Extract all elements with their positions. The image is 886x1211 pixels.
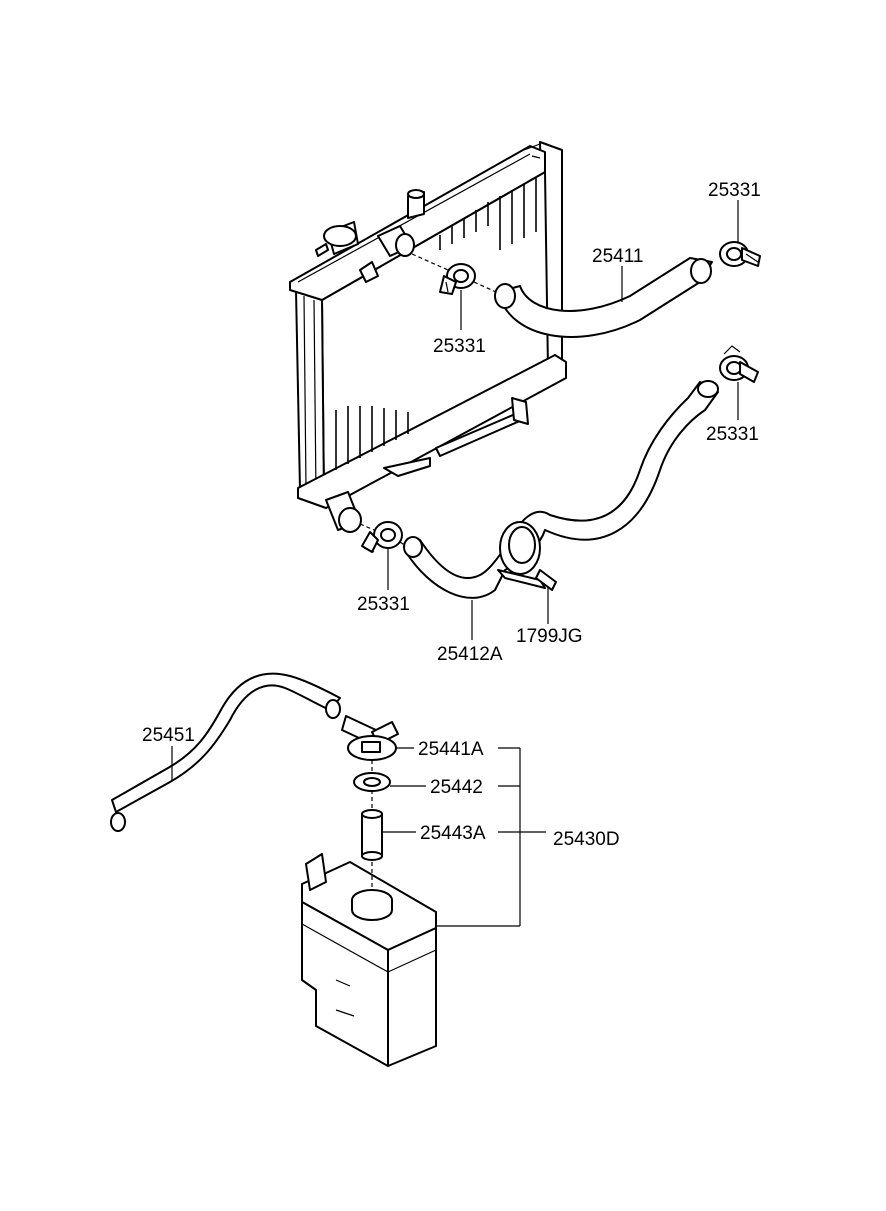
hose-clamp-right-mid xyxy=(719,345,759,383)
core-fins-lower xyxy=(335,406,409,470)
label-25411: 25411 xyxy=(592,246,643,267)
label-25443A: 25443A xyxy=(420,823,486,844)
reservoir-gasket xyxy=(353,772,391,792)
hose-clamp-upper-inlet xyxy=(439,263,476,295)
hose-clamp-top-right xyxy=(719,241,761,267)
label-25412A: 25412A xyxy=(437,644,503,665)
reservoir-tank xyxy=(301,853,437,1067)
leader-lines xyxy=(171,200,739,927)
label-1799JG: 1799JG xyxy=(516,626,583,647)
reservoir-cap xyxy=(341,715,399,761)
core-fins-upper xyxy=(439,178,537,250)
label-25331-upper-inlet: 25331 xyxy=(433,336,486,357)
label-25441A: 25441A xyxy=(418,739,484,760)
label-25451: 25451 xyxy=(142,725,195,746)
label-25430D: 25430D xyxy=(553,829,620,850)
label-25331-lower-outlet: 25331 xyxy=(357,594,410,615)
label-25331-top-right: 25331 xyxy=(708,180,761,201)
label-25331-right-mid: 25331 xyxy=(706,424,759,445)
overflow-hose xyxy=(110,672,341,832)
radiator xyxy=(289,141,567,533)
label-25442: 25442 xyxy=(430,777,483,798)
part-labels: 25331 25411 25331 25331 25331 1799JG 254… xyxy=(142,180,761,850)
upper-radiator-hose xyxy=(494,257,713,338)
lower-radiator-hose xyxy=(403,380,719,599)
hose-clamp-lower-outlet xyxy=(361,521,403,553)
reservoir-tube xyxy=(361,809,383,861)
radiator-cap xyxy=(315,221,359,257)
